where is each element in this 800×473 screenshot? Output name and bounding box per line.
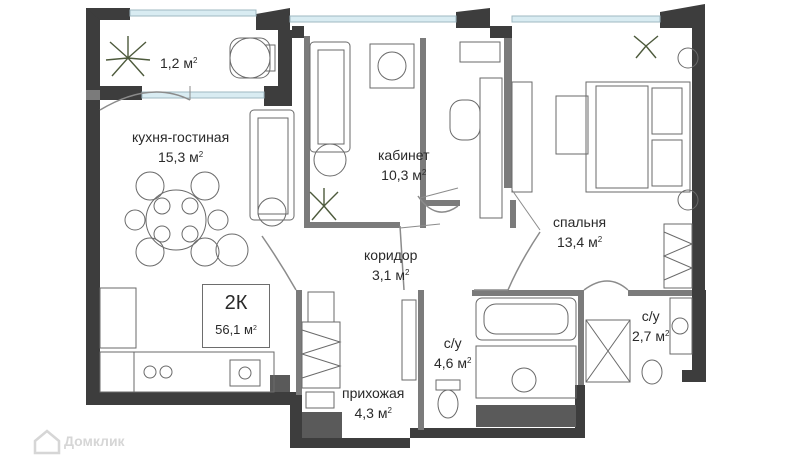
domclick-logo-icon <box>33 429 61 455</box>
bathtub <box>475 297 577 341</box>
doors <box>189 86 541 231</box>
wardrobe <box>511 81 694 289</box>
total-area: 56,1 м2 <box>215 322 257 337</box>
room-name: спальня <box>553 214 607 230</box>
room-name: с/у <box>641 308 660 324</box>
room-bathroom-1: с/у 4,6 м2 <box>434 335 472 371</box>
shower-2 <box>585 319 631 383</box>
room-office: кабинет 10,3 м2 <box>378 147 430 183</box>
toilet-1 <box>435 379 461 419</box>
sink-2 <box>641 297 693 385</box>
room-bathroom-2: с/у 2,7 м2 <box>632 308 670 344</box>
balcony-furniture <box>229 37 276 79</box>
interior-walls <box>86 36 692 438</box>
plant-balcony <box>105 36 151 77</box>
apartment-summary-badge: 2К 56,1 м2 <box>202 284 270 348</box>
dining-set <box>124 171 229 267</box>
plant-office <box>309 188 339 221</box>
hall-wardrobe <box>300 291 417 409</box>
bed <box>585 47 699 211</box>
windows <box>129 9 661 99</box>
armchair-living <box>215 233 249 267</box>
corridor-outline <box>99 91 629 291</box>
plant-bedroom <box>633 35 659 59</box>
bath-sink <box>475 345 577 399</box>
office-desk <box>449 41 503 219</box>
room-kitchen-living: кухня-гостиная 15,3 м2 <box>132 129 230 165</box>
sofa-living <box>249 109 295 227</box>
room-name: кухня-гостиная <box>132 129 230 145</box>
room-bedroom: спальня 13,4 м2 <box>553 214 607 250</box>
room-balcony: 1,2 м2 <box>160 55 198 71</box>
office-table <box>313 43 415 177</box>
room-name: коридор <box>364 247 418 263</box>
bedroom-rug <box>555 95 589 155</box>
room-corridor: коридор 3,1 м2 <box>364 247 418 283</box>
room-name: кабинет <box>378 147 430 163</box>
room-name: прихожая <box>342 385 405 401</box>
room-count: 2К <box>224 292 248 314</box>
office-sofa <box>309 41 351 153</box>
exterior-walls <box>86 4 706 448</box>
kitchen-unit <box>99 287 275 393</box>
watermark: Домклик <box>64 433 125 449</box>
room-name: с/у <box>443 335 462 351</box>
room-entry-hall: прихожая 4,3 м2 <box>342 385 405 421</box>
